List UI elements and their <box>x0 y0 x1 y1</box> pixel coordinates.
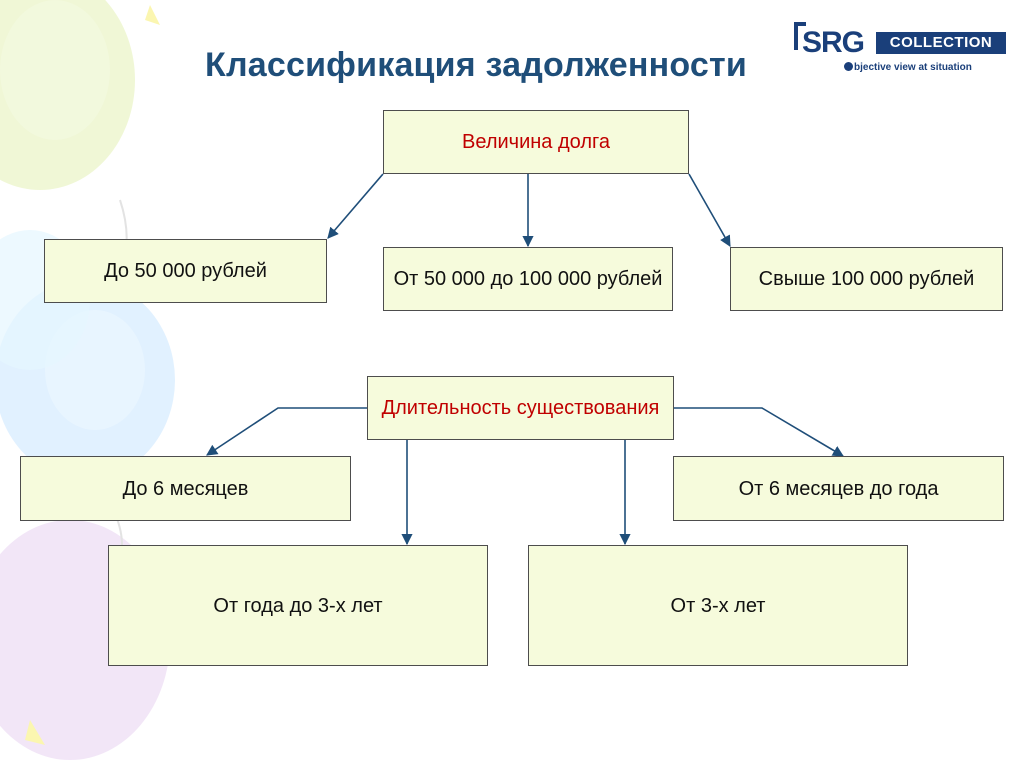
duration-year-to-3-years: От года до 3-х лет <box>108 545 488 666</box>
debt-size-over-100000: Свыше 100 000 рублей <box>730 247 1003 311</box>
logo-brand: SRG <box>802 26 865 59</box>
slide-title: Классификация задолженности <box>205 46 747 84</box>
debt-size-heading: Величина долга <box>383 110 689 174</box>
duration-up-to-6-months: До 6 месяцев <box>20 456 351 521</box>
duration-over-3-years: От 3-х лет <box>528 545 908 666</box>
debt-duration-heading: Длительность существования <box>367 376 674 440</box>
duration-6-months-to-year: От 6 месяцев до года <box>673 456 1004 521</box>
logo-badge: COLLECTION <box>876 32 1006 54</box>
srg-collection-logo: SRG COLLECTION bjective view at situatio… <box>792 20 1012 84</box>
logo-tagline: bjective view at situation <box>844 62 972 73</box>
logo-bracket-icon <box>794 22 806 50</box>
debt-size-up-to-50000: До 50 000 рублей <box>44 239 327 303</box>
logo-o-icon <box>844 62 853 71</box>
debt-size-50000-to-100000: От 50 000 до 100 000 рублей <box>383 247 673 311</box>
